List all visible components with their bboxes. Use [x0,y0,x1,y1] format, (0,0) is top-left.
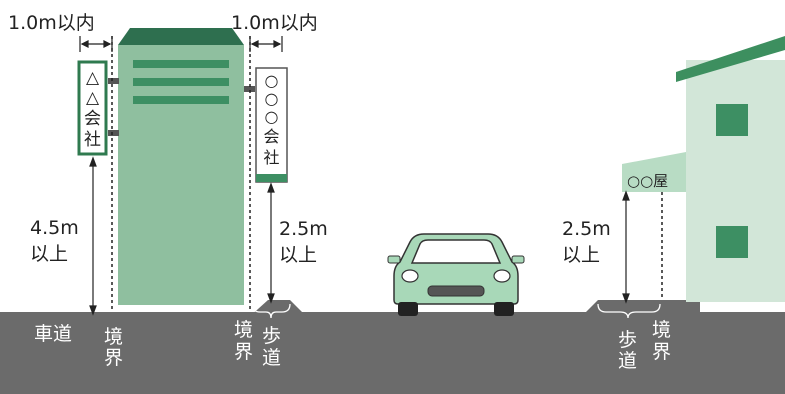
car-wheel [494,302,514,316]
right-sign-char: ○ [265,71,279,90]
right-sign-char: ○ [265,107,279,126]
setback-left-dimension [79,36,113,52]
height-left-dimension [89,156,97,316]
left-building [108,28,255,305]
shop-awning [622,152,686,192]
sidewalk-label: 歩 [262,325,281,347]
roadway-label: 車道 [34,323,72,345]
right-house: ○○屋 [622,36,785,302]
car-wheel [398,302,418,316]
setback-right-dimension [249,36,283,52]
left-sidewalk-ramp [248,300,308,318]
right-projecting-sign: ○ ○ ○ 会 社 [255,67,288,183]
height-middle-value: 2.5m [279,218,328,240]
shop-awning-label: ○○屋 [627,172,668,190]
left-sign-char: 社 [84,130,101,150]
height-left-unit: 以上 [30,243,68,265]
boundary-label: 界 [652,341,671,363]
sign-bracket [108,78,119,84]
house-window [716,104,748,136]
boundary-label: 境 [104,326,123,348]
window-stripe [133,60,229,68]
height-right-dimension [622,190,630,304]
house-roof [676,36,785,82]
boundary-label: 境 [234,319,253,341]
car-headlight [401,269,419,283]
sign-bracket [244,86,255,92]
car-headlight [493,269,511,283]
sidewalk-label: 歩 [618,329,637,351]
sidewalk-label: 道 [262,347,281,369]
car [387,233,525,316]
house-body [686,60,785,302]
height-middle-dimension [267,182,275,304]
sidewalk-brace [251,303,291,319]
window-stripe [133,78,229,86]
left-sign-char: △ [86,88,100,108]
house-window [716,226,748,258]
right-sign-char: 会 [263,127,279,146]
left-sign-char: △ [86,68,100,88]
right-sidewalk-ramp [580,300,700,318]
left-projecting-sign: △ △ 会 社 [77,60,108,156]
left-building-roof [118,28,244,45]
left-sign-char: 会 [84,109,101,129]
car-grille [427,285,485,297]
right-sign-char: 社 [263,148,279,167]
sign-bracket [108,130,119,136]
height-right-unit: 以上 [562,244,600,266]
left-building-body [118,45,244,305]
height-middle-unit: 以上 [279,244,317,266]
boundary-label: 界 [104,347,123,369]
height-right-value: 2.5m [562,218,611,240]
setback-left-label: 1.0m以内 [8,12,95,34]
ground [0,312,785,394]
car-mirror [387,255,401,264]
setback-right-label: 1.0m以内 [231,12,318,34]
boundary-label: 界 [234,341,253,363]
right-sign-char: ○ [265,89,279,108]
window-stripe [133,96,229,104]
height-left-value: 4.5m [30,217,79,239]
sidewalk-brace [597,303,661,319]
sidewalk-label: 道 [618,350,637,372]
car-windshield [410,239,502,264]
car-mirror [511,255,525,264]
boundary-label: 境 [652,319,671,341]
